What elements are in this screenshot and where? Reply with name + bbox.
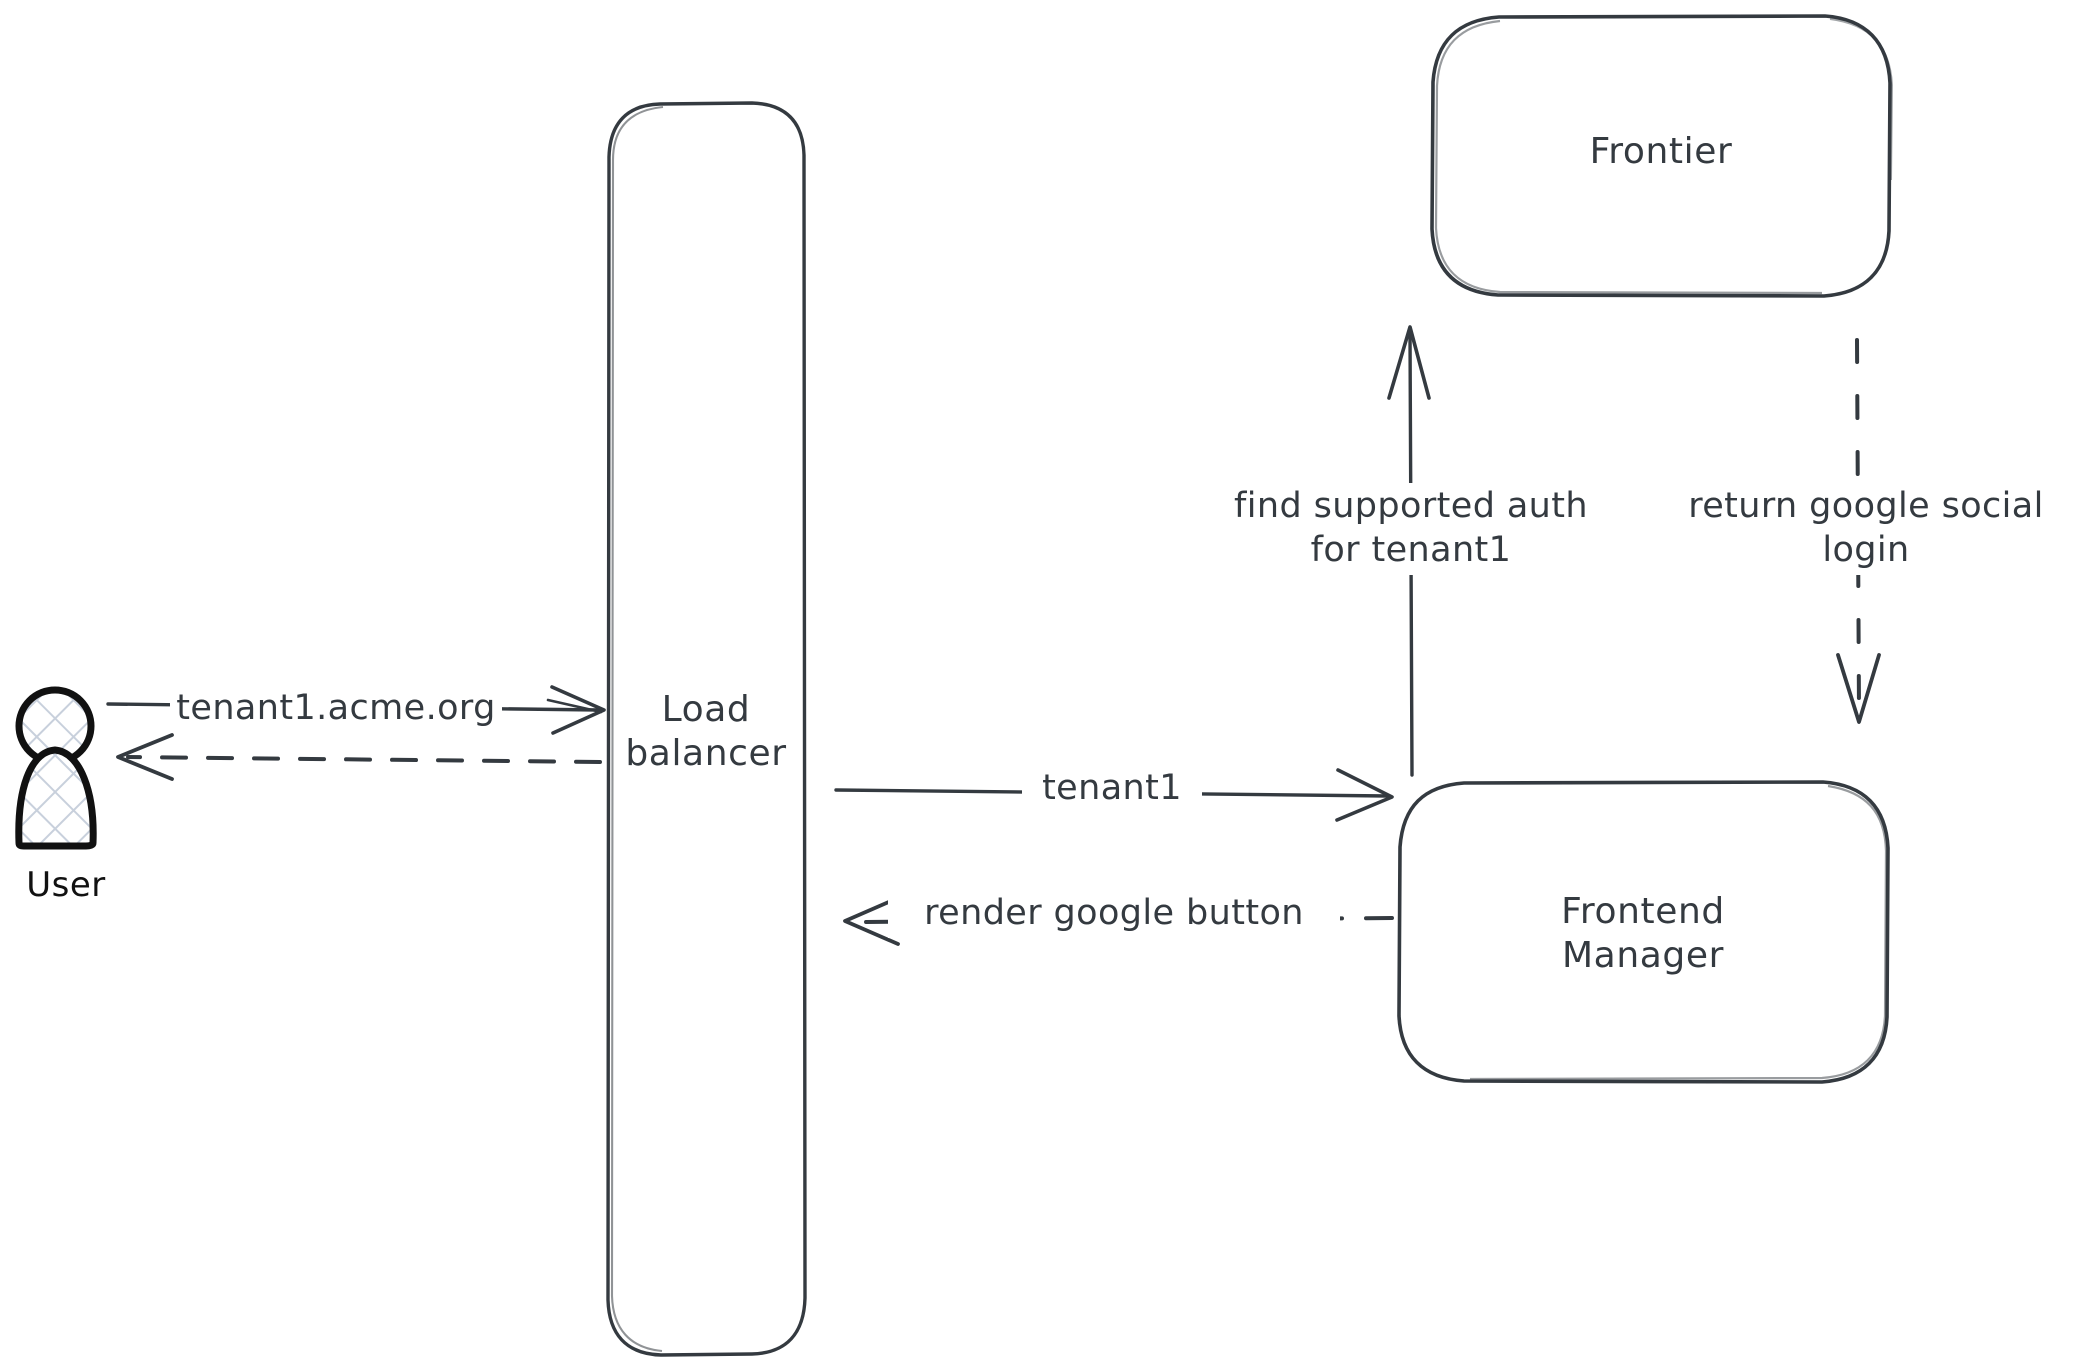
- edge-frontend-manager-to-frontier-line: [1387, 325, 1431, 777]
- edge-load-balancer-to-user-line: [116, 733, 602, 781]
- edge-frontier-to-frontend-manager-line: [1836, 338, 1881, 724]
- load-balancer-shape[interactable]: [606, 101, 807, 1357]
- edge-user-to-load-balancer-line: [106, 685, 606, 735]
- user-actor-glyph: [15, 686, 97, 850]
- frontend-manager-shape[interactable]: [1397, 780, 1890, 1084]
- edge-frontend-manager-to-load-balancer-line: [843, 896, 1394, 946]
- user-actor-label: User: [26, 865, 106, 905]
- frontier-shape[interactable]: [1430, 14, 1894, 298]
- edge-load-balancer-to-frontend-manager-line: [834, 768, 1394, 822]
